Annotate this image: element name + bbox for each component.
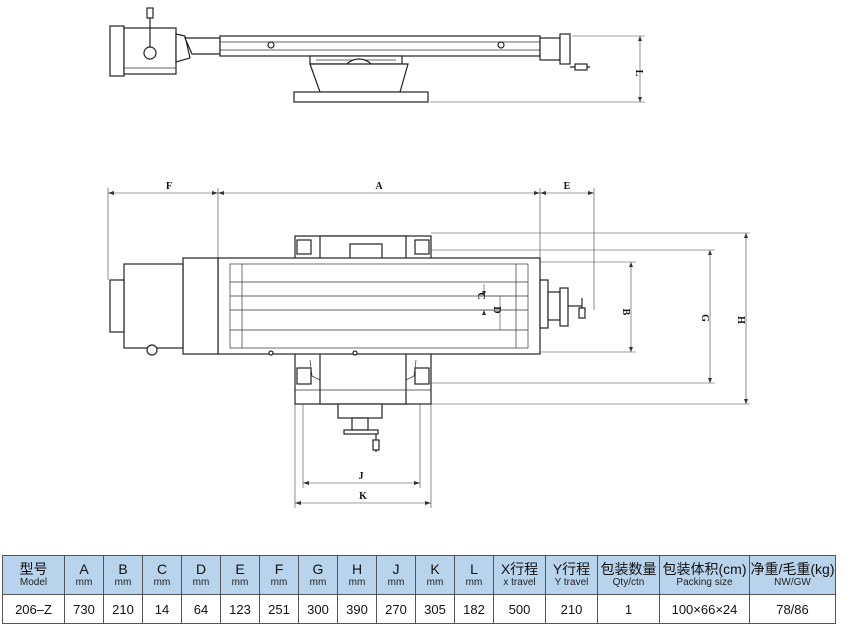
cell-j: 270: [376, 594, 416, 624]
plan-view: F A E: [107, 181, 750, 508]
cell-y-travel: 210: [545, 594, 598, 624]
side-view: L: [109, 7, 645, 103]
cell-x-travel: 500: [493, 594, 546, 624]
cell-d: 64: [181, 594, 221, 624]
header-packing-size: 包装体积(cm)Packing size: [659, 555, 750, 595]
cell-model: 206–Z: [2, 594, 65, 624]
dim-label-H: H: [735, 316, 746, 324]
cell-g: 300: [298, 594, 338, 624]
cell-f: 251: [259, 594, 299, 624]
cell-weight: 78/86: [749, 594, 836, 624]
cell-h: 390: [337, 594, 377, 624]
dim-label-A: A: [375, 181, 383, 192]
cell-packing-size: 100×66×24: [659, 594, 750, 624]
dim-label-J: J: [359, 471, 364, 482]
cell-k: 305: [415, 594, 455, 624]
dim-label-F: F: [166, 181, 172, 192]
technical-drawing: L F A E: [107, 7, 750, 508]
cell-e: 123: [220, 594, 260, 624]
table-row: 206–Z 730 210 14 64 123 251 300 390 270 …: [2, 594, 836, 624]
cell-qty: 1: [597, 594, 660, 624]
dim-label-B: B: [620, 309, 631, 316]
dim-label-D: D: [491, 306, 502, 313]
cell-a: 730: [64, 594, 104, 624]
cell-c: 14: [142, 594, 182, 624]
header-weight: 净重/毛重(kg)NW/GW: [749, 555, 836, 595]
dim-label-K: K: [359, 491, 367, 502]
dim-label-C: C: [475, 292, 486, 299]
cell-b: 210: [103, 594, 143, 624]
dim-label-E: E: [564, 181, 571, 192]
cell-l: 182: [454, 594, 494, 624]
dim-label-G: G: [699, 314, 710, 322]
dim-label-L: L: [633, 70, 644, 77]
